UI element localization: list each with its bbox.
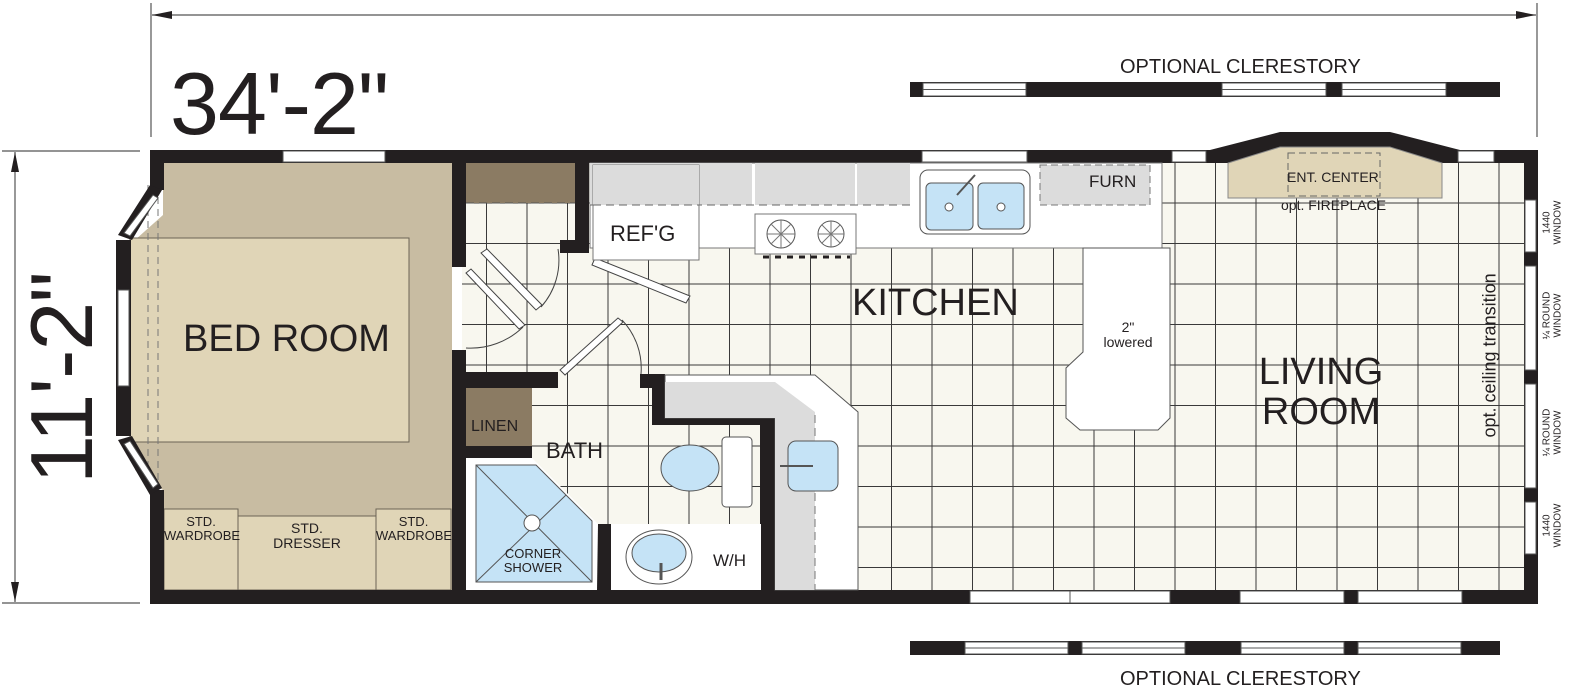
- corner-shower-icon: [466, 458, 598, 590]
- doors: [465, 248, 691, 376]
- window-label-1: 1440 WINDOW: [1541, 193, 1564, 253]
- window-2-line2: WINDOW: [1552, 293, 1563, 338]
- wardrobe-right-label: STD. WARDROBE: [376, 514, 453, 543]
- width-dimension-line: [2, 150, 140, 604]
- window-label-4: 1440 WINDOW: [1541, 496, 1564, 556]
- living-label-line1: LIVING: [1258, 351, 1384, 393]
- right-wall-windows: [1524, 199, 1537, 555]
- wardrobe-right-line2: WARDROBE: [376, 527, 453, 543]
- shower-label-line2: SHOWER: [503, 559, 563, 575]
- clerestory-top-strip: [910, 82, 1500, 97]
- overall-length-dimension: 34'-2": [170, 54, 389, 153]
- corner-shower-label: CORNER SHOWER: [497, 547, 569, 574]
- dresser-label: STD. DRESSER: [238, 521, 376, 550]
- wardrobe-left-line1: STD.: [186, 514, 216, 529]
- kitchen-counter: [589, 162, 1163, 261]
- bedroom-floor: [129, 163, 452, 590]
- clerestory-top-label: OPTIONAL CLERESTORY: [1120, 56, 1361, 78]
- furnace-label: FURN: [1089, 172, 1137, 191]
- kitchen-sink-icon: [919, 169, 1031, 235]
- window-3-line1: ¼ ROUND: [1541, 408, 1553, 457]
- refrigerator-label: REF'G: [610, 221, 676, 246]
- bedroom-label: BED ROOM: [183, 318, 390, 360]
- clerestory-bottom-label: OPTIONAL CLERESTORY: [1120, 668, 1361, 690]
- bedroom-bay-window: [116, 185, 162, 495]
- toilet-icon: [660, 436, 753, 508]
- overall-width-dimension: 11'-2": [11, 272, 111, 485]
- wardrobe-left-label: STD. WARDROBE: [164, 514, 241, 543]
- closet-hall: [466, 163, 575, 203]
- island-label-line2: lowered: [1103, 333, 1153, 350]
- shower-label-line1: CORNER: [504, 546, 562, 561]
- ent-center-bumpout: [1210, 132, 1460, 199]
- fireplace-label: opt. FIREPLACE: [1281, 197, 1387, 213]
- wardrobe-right-line1: STD.: [398, 514, 429, 529]
- window-4-line2: WINDOW: [1552, 503, 1563, 548]
- clerestory-bottom-strip: [910, 641, 1500, 655]
- bath-peninsula: [664, 374, 859, 591]
- stove-burners-icon: [766, 219, 845, 249]
- window-1-line2: WINDOW: [1552, 200, 1563, 245]
- interior-walls: [452, 163, 775, 590]
- ceiling-transition-label: opt. ceiling transition: [1479, 273, 1500, 438]
- living-room-label: LIVING ROOM: [1252, 351, 1390, 433]
- window-1-line1: 1440: [1541, 211, 1553, 234]
- linen-closet: [466, 388, 532, 446]
- window-label-2: ¼ ROUND WINDOW: [1541, 286, 1564, 346]
- dresser-line1: STD.: [291, 520, 323, 536]
- linen-label: LINEN: [471, 418, 519, 435]
- lavatory-sink-icon: [611, 524, 761, 590]
- window-2-line1: ¼ ROUND: [1541, 291, 1553, 340]
- kitchen-label: KITCHEN: [852, 282, 1019, 324]
- window-4-line1: 1440: [1541, 514, 1553, 537]
- bottom-wall-windows: [969, 590, 1463, 604]
- length-dimension-line: [150, 3, 1538, 137]
- top-wall-windows: [282, 150, 1495, 163]
- window-3-line2: WINDOW: [1552, 410, 1563, 455]
- ent-center-label: ENT. CENTER: [1287, 169, 1379, 185]
- wardrobe-left-line2: WARDROBE: [164, 527, 241, 543]
- island-label: 2" lowered: [1100, 320, 1156, 349]
- living-label-line2: ROOM: [1261, 390, 1381, 433]
- dresser-line2: DRESSER: [273, 534, 341, 551]
- window-label-3: ¼ ROUND WINDOW: [1541, 403, 1564, 463]
- water-heater-label: W/H: [713, 551, 747, 570]
- island-label-line1: 2": [1121, 319, 1135, 335]
- bath-label: BATH: [546, 438, 604, 463]
- kitchen-island: [1065, 247, 1171, 431]
